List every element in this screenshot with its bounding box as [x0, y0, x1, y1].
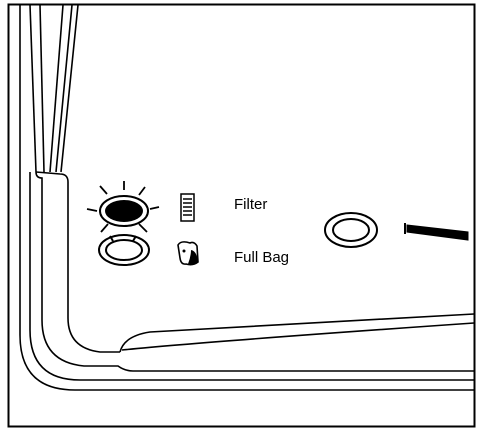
light-rays	[86, 181, 160, 233]
diagram-frame	[7, 3, 476, 428]
full-bag-icon	[177, 241, 199, 266]
housing-outline	[19, 5, 475, 391]
filter-label: Filter	[234, 196, 267, 213]
full-bag-indicator-light	[98, 234, 150, 266]
filter-icon	[180, 193, 195, 222]
round-button[interactable]	[324, 212, 378, 248]
power-slider[interactable]	[404, 223, 469, 241]
slider-wedge-icon	[406, 224, 469, 241]
handle-outline	[29, 4, 79, 173]
filter-indicator-light	[86, 181, 160, 233]
full-bag-label: Full Bag	[234, 249, 289, 266]
